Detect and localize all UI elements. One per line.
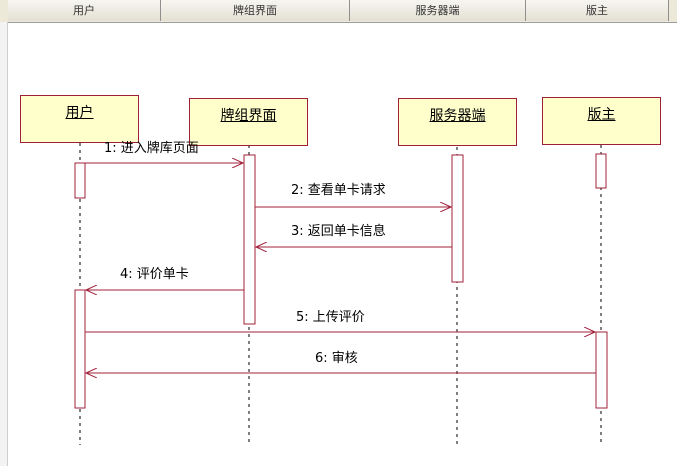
message-label-6: 6: 审核 [315,351,358,366]
message-label-5: 5: 上传评价 [296,310,365,325]
column-header-deck-ui[interactable]: 牌组界面 [161,0,350,21]
column-header-server[interactable]: 服务器端 [350,0,526,21]
activation-server [451,154,464,283]
column-header-moderator[interactable]: 版主 [526,0,669,21]
object-box-deck-ui[interactable]: 牌组界面 [189,98,308,146]
object-box-moderator[interactable]: 版主 [542,97,661,145]
activation-moderator-2 [595,331,608,409]
object-label-user: 用户 [65,105,94,121]
column-header-user[interactable]: 用户 [8,0,161,21]
activation-user-1 [74,162,86,199]
activation-deck-ui [243,154,256,325]
message-label-1: 1: 进入牌库页面 [104,141,199,156]
message-label-3: 3: 返回单卡信息 [291,224,386,239]
message-label-4: 4: 评价单卡 [120,267,189,282]
message-label-2: 2: 查看单卡请求 [291,183,386,198]
object-box-user[interactable]: 用户 [20,95,139,143]
left-gutter [0,22,8,466]
object-label-deck-ui: 牌组界面 [220,108,277,124]
object-box-server[interactable]: 服务器端 [398,98,517,146]
object-label-server: 服务器端 [429,108,486,124]
activation-user-2 [74,289,86,409]
object-label-moderator: 版主 [587,107,616,123]
activation-moderator-1 [595,153,607,189]
